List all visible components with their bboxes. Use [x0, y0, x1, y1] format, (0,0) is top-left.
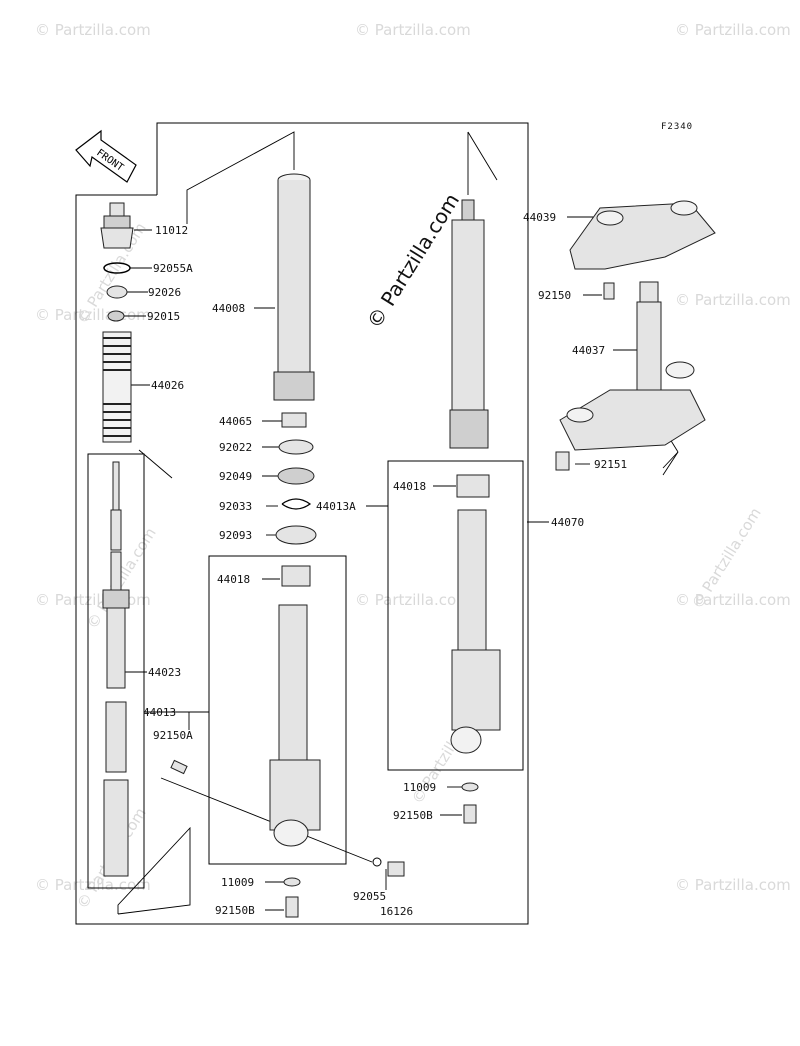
- part-label[interactable]: 92151: [594, 458, 627, 471]
- part-label[interactable]: 16126: [380, 905, 413, 918]
- part-labels: 11012 92055A 92026 92015 44026 44008 440…: [143, 211, 627, 918]
- washer-icon: [106, 285, 128, 299]
- dust-seal-icon: [275, 525, 317, 545]
- outer-tube-right-icon: [450, 474, 501, 754]
- washer-icon: [283, 877, 301, 887]
- watermark: © Partzilla.com: [675, 876, 791, 894]
- watermark: © Partzilla.com: [355, 21, 471, 39]
- part-label[interactable]: 44026: [151, 379, 184, 392]
- part-label[interactable]: 44039: [523, 211, 556, 224]
- part-label[interactable]: 92026: [148, 286, 181, 299]
- bolt-icon: [170, 759, 188, 775]
- part-label[interactable]: 11009: [403, 781, 436, 794]
- part-label[interactable]: 92055: [353, 890, 386, 903]
- main-frame: [75, 122, 529, 925]
- part-label[interactable]: 92055A: [153, 262, 193, 275]
- outer-tube-left-icon: [269, 565, 321, 847]
- nut-icon: [107, 310, 125, 322]
- part-label[interactable]: 92150: [538, 289, 571, 302]
- part-label[interactable]: 11012: [155, 224, 188, 237]
- part-label[interactable]: 44018: [217, 573, 250, 586]
- watermark: © Partzilla.com: [35, 876, 151, 894]
- part-label[interactable]: 11009: [221, 876, 254, 889]
- part-label[interactable]: 44023: [148, 666, 181, 679]
- watermark: © Partzilla.com: [675, 21, 791, 39]
- o-ring-icon: [103, 262, 131, 274]
- part-label[interactable]: 44013: [143, 706, 176, 719]
- front-arrow-icon: FRONT: [75, 129, 137, 183]
- spring-icon: [102, 331, 132, 443]
- watermark: © Partzilla.com: [355, 591, 471, 609]
- clamp-hole-icon: [670, 200, 698, 216]
- part-label[interactable]: 92150B: [393, 809, 433, 822]
- o-ring-icon: [372, 857, 382, 867]
- bushing-icon: [281, 412, 307, 428]
- watermark: © Partzilla.com: [35, 21, 151, 39]
- watermark-center: © Partzilla.com: [362, 189, 464, 333]
- washer-icon: [278, 439, 314, 455]
- drain-bolt-icon: [387, 861, 405, 877]
- watermark: © Partzilla.com: [675, 291, 791, 309]
- damper-rod-box: [87, 453, 145, 889]
- inner-tube-icon: [273, 173, 315, 401]
- part-label[interactable]: 92150A: [153, 729, 193, 742]
- inner-tube-right-icon: [449, 199, 489, 449]
- snap-ring-icon: [281, 498, 312, 510]
- watermark: © Partzilla.com: [675, 591, 791, 609]
- lower-tube-box-right: [387, 460, 524, 771]
- part-label[interactable]: 92033: [219, 500, 252, 513]
- bolt-icon: [555, 451, 570, 471]
- leader-lines: [117, 131, 679, 915]
- cap-bolt-icon: [100, 202, 134, 249]
- part-label[interactable]: 92150B: [215, 904, 255, 917]
- part-label[interactable]: 92015: [147, 310, 180, 323]
- part-label[interactable]: 44008: [212, 302, 245, 315]
- bolt-icon: [603, 282, 615, 300]
- damper-rod-icon: [102, 461, 130, 877]
- part-label[interactable]: 44018: [393, 480, 426, 493]
- part-label[interactable]: 44013A: [316, 500, 356, 513]
- bolt-icon: [285, 896, 299, 918]
- part-label[interactable]: 92022: [219, 441, 252, 454]
- part-label[interactable]: 44070: [551, 516, 584, 529]
- figure-code: F2340: [661, 122, 693, 132]
- part-label[interactable]: 44065: [219, 415, 252, 428]
- steering-stem-icon: [559, 281, 706, 451]
- lower-tube-box: [208, 555, 347, 865]
- part-shapes: [100, 173, 716, 918]
- clamp-hole-icon: [596, 210, 624, 226]
- part-label[interactable]: 92093: [219, 529, 252, 542]
- part-label[interactable]: 44037: [572, 344, 605, 357]
- bolt-icon: [463, 804, 477, 824]
- part-label[interactable]: 92049: [219, 470, 252, 483]
- oil-seal-icon: [277, 467, 315, 485]
- watermarks: © Partzilla.com © Partzilla.com © Partzi…: [35, 21, 791, 912]
- washer-icon: [461, 782, 479, 792]
